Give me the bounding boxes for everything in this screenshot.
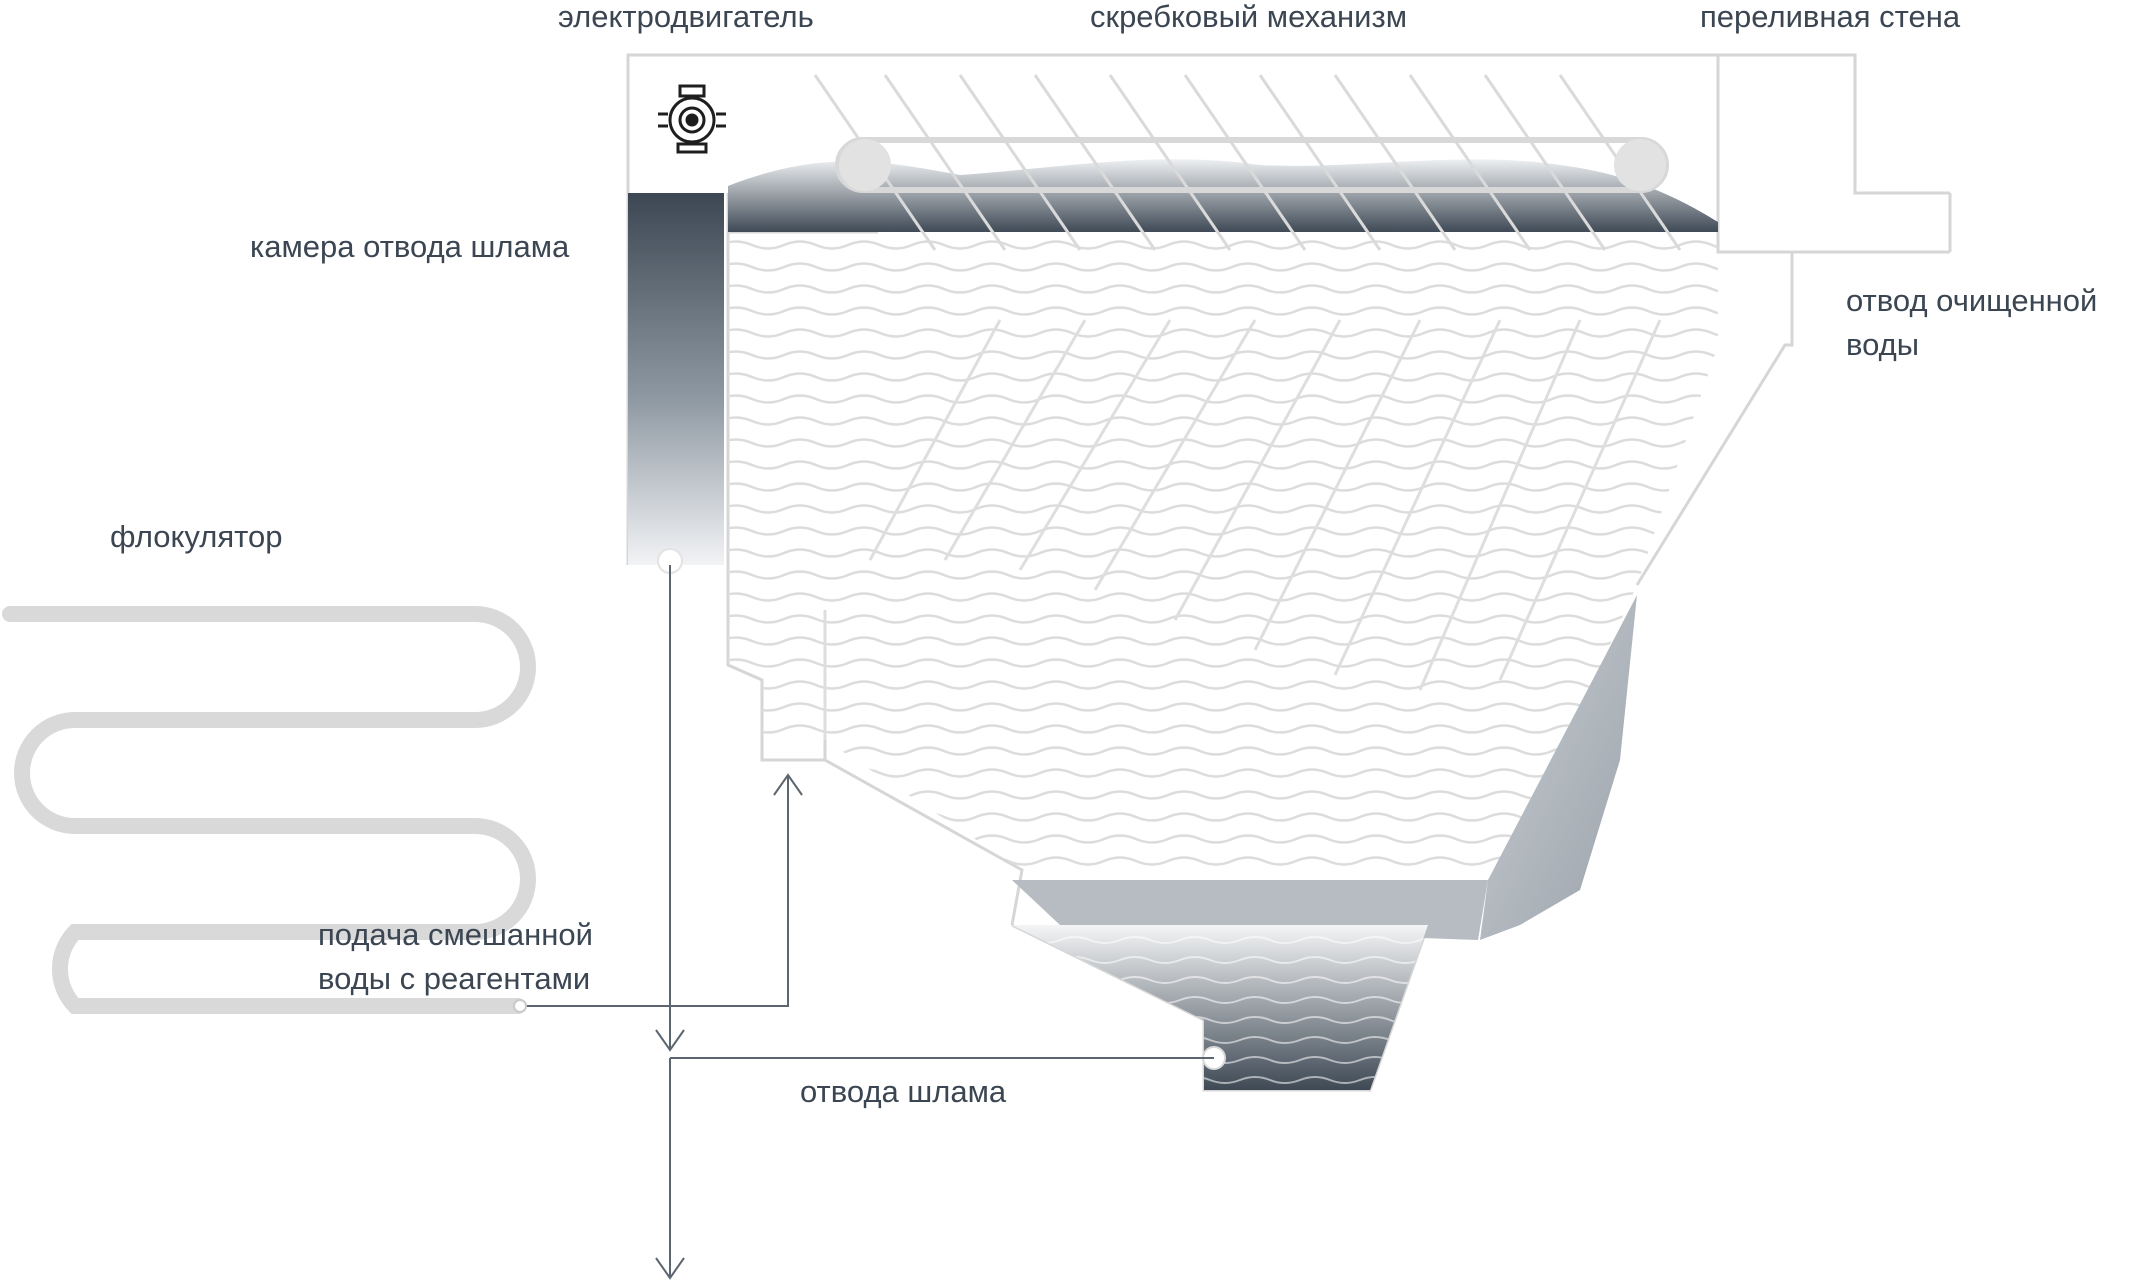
sludge-chamber-label: камера отвода шлама [250,229,570,264]
scraper-mechanism [813,74,1682,251]
clean-water-label-line2: воды [1846,327,1920,362]
mixed-water-label-line1: подача смешанной [318,917,593,952]
clean-water-label-line1: отвод очищенной [1846,283,2098,318]
water-body [728,240,1718,866]
flow-lines [518,565,1214,1280]
scum-layer [728,159,1718,232]
motor-icon [658,84,726,154]
motor-label: электродвигатель [558,0,814,34]
sludge-chamber [628,193,724,574]
sloped-bottom [1012,595,1637,940]
flocculator-coil [2,606,536,1014]
sludge-hopper [1012,925,1428,1090]
overflow-wall-label: переливная стена [1700,0,1961,34]
lamella-plates [868,319,1662,691]
sludge-outlet-label: отвода шлама [800,1074,1007,1109]
flocculator-label: флокулятор [110,519,283,554]
scraper-label: скребковый механизм [1090,0,1408,34]
mixed-water-label-line2: воды с реагентами [318,961,591,996]
